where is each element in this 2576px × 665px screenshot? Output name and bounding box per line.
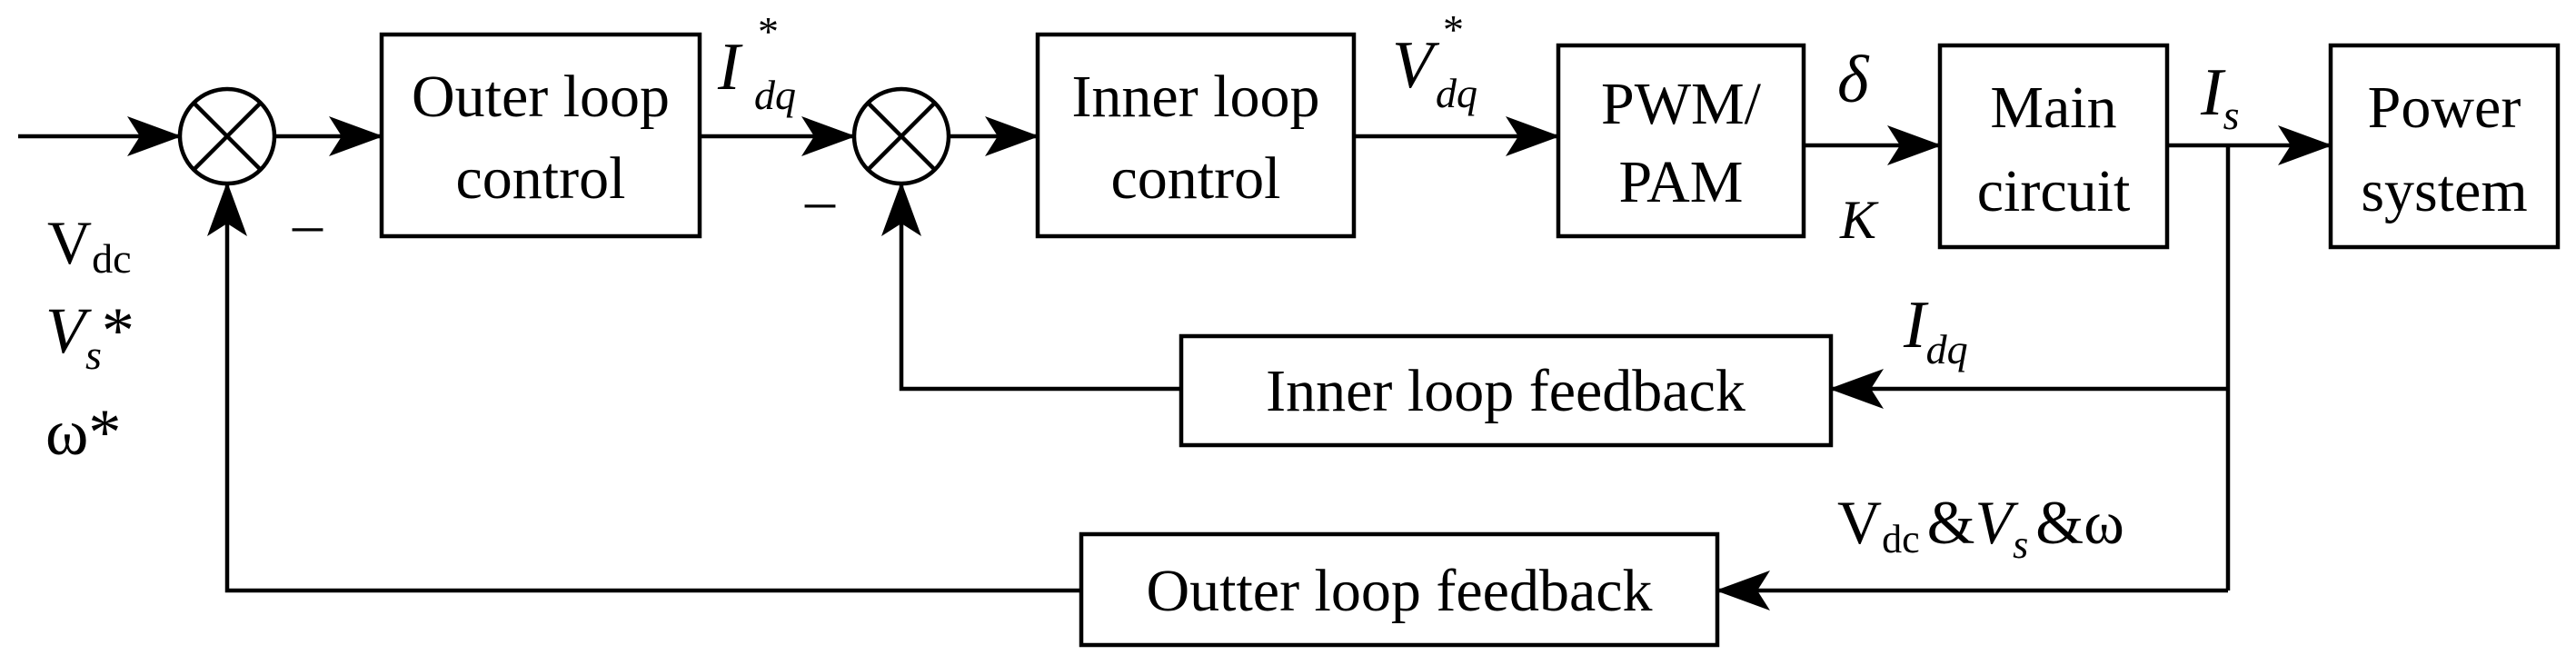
outer-feedback-signal-label: Vdc&Vs&ω	[1837, 488, 2124, 567]
input-omega-label: ω*	[45, 396, 121, 469]
pwm-line2: PAM	[1619, 149, 1744, 215]
vdq-ref-label: V dq *	[1392, 6, 1477, 116]
outer-minus-sign: –	[292, 191, 323, 257]
main-circuit-line1: Main	[1990, 74, 2116, 141]
inner-loop-control-line1: Inner loop	[1071, 64, 1319, 130]
outer-loop-control-line1: Outer loop	[412, 64, 670, 130]
svg-text:*: *	[758, 8, 779, 55]
svg-text:dq: dq	[754, 72, 796, 118]
inner-feedback-return-arrow	[881, 182, 1181, 392]
power-system-line1: Power	[2368, 74, 2521, 141]
inner-minus-sign: –	[804, 167, 836, 233]
pwm-line1: PWM/	[1601, 71, 1762, 137]
svg-text:*: *	[1443, 6, 1464, 53]
pwm-pam-block: PWM/ PAM	[1556, 43, 1806, 239]
delta-label: δ	[1837, 43, 1870, 117]
is-label: Is	[2200, 55, 2240, 138]
main-circuit-line2: circuit	[1977, 158, 2131, 224]
inner-loop-feedback-block: Inner loop feedback	[1179, 333, 1834, 448]
input-vs-label: Vs*	[45, 294, 134, 378]
outer-loop-feedback-block: Outter loop feedback	[1079, 531, 1720, 648]
inner-loop-feedback-label: Inner loop feedback	[1266, 358, 1746, 424]
inner-summing-junction	[851, 86, 951, 186]
power-system-block: Power system	[2328, 43, 2561, 250]
input-vdc-label: Vdc	[47, 208, 132, 282]
svg-text:I: I	[717, 30, 743, 104]
k-label: K	[1839, 190, 1879, 250]
main-circuit-block: Main circuit	[1937, 43, 2170, 250]
inner-loop-control-line2: control	[1111, 145, 1281, 212]
outer-loop-feedback-label: Outter loop feedback	[1146, 558, 1652, 624]
svg-text:V: V	[1392, 28, 1440, 103]
outer-summing-junction	[177, 86, 277, 186]
outer-feedback-return-arrow	[207, 182, 1081, 593]
idq-ref-label: I dq *	[717, 8, 796, 118]
svg-text:dq: dq	[1436, 70, 1477, 116]
inner-loop-control-block: Inner loop control	[1035, 32, 1357, 239]
idq-feedback-label: Idq	[1903, 288, 1968, 372]
power-system-line2: system	[2361, 158, 2527, 224]
outer-loop-control-line2: control	[456, 145, 626, 212]
outer-loop-control-block: Outer loop control	[379, 32, 702, 239]
